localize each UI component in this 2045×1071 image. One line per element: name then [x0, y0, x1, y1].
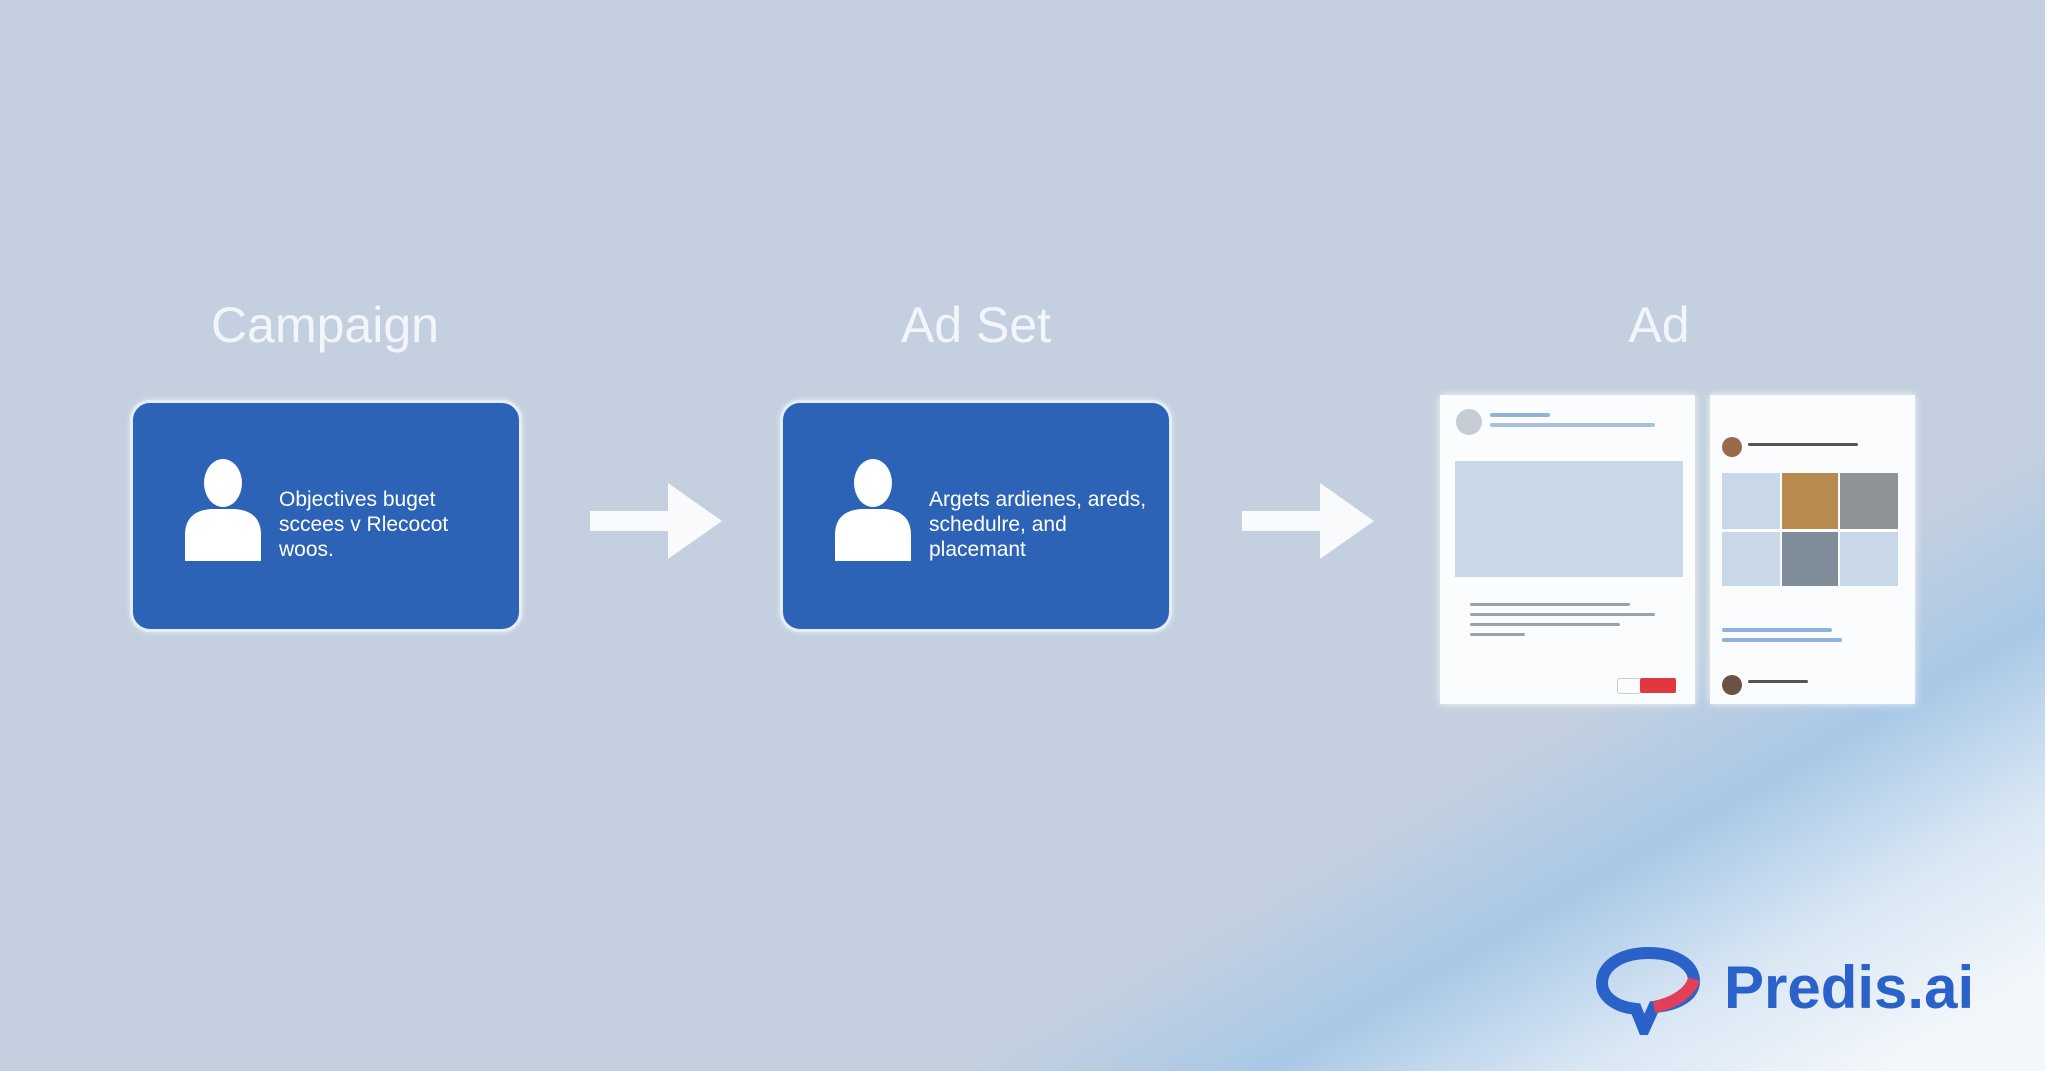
mock-line: [1470, 623, 1620, 626]
instagram-ad-mockup: [1710, 395, 1915, 704]
avatar: [1722, 437, 1742, 457]
photo-thumbnail: [1782, 532, 1838, 586]
arrow-right-icon: [1242, 483, 1374, 559]
image-placeholder: [1840, 532, 1898, 586]
mock-cta-button: [1640, 678, 1676, 693]
speech-bubble-logo-icon: [1595, 946, 1701, 1035]
mock-line: [1470, 633, 1525, 636]
photo-thumbnail: [1782, 473, 1838, 529]
image-placeholder: [1455, 461, 1683, 577]
ad-title: Ad: [1628, 297, 1690, 353]
image-placeholder: [1722, 532, 1780, 586]
ad-set-title: Ad Set: [900, 297, 1052, 353]
ad-set-box: Argets ardienes, areds, schedulre, and p…: [780, 400, 1172, 632]
mock-line: [1490, 413, 1550, 417]
person-icon: [185, 459, 261, 561]
mock-button: [1617, 678, 1641, 694]
mock-line: [1722, 628, 1832, 632]
mock-line: [1748, 443, 1858, 446]
photo-thumbnail: [1840, 473, 1898, 529]
mock-line: [1470, 603, 1630, 606]
logo-text: Predis.ai: [1724, 954, 1975, 1021]
facebook-ad-mockup: [1440, 395, 1695, 704]
mock-line: [1470, 613, 1655, 616]
mock-line: [1748, 680, 1808, 683]
avatar: [1722, 675, 1742, 695]
person-icon: [835, 459, 911, 561]
image-placeholder: [1722, 473, 1780, 529]
campaign-title: Campaign: [211, 297, 439, 353]
predis-logo: Predis.ai: [1594, 945, 2004, 1035]
avatar: [1456, 409, 1482, 435]
campaign-description: Objectives buget sccees v Rlecocot woos.: [279, 488, 449, 561]
ad-set-description: Argets ardienes, areds, schedulre, and p…: [929, 488, 1147, 561]
arrow-right-icon: [590, 483, 722, 559]
mock-line: [1722, 638, 1842, 642]
campaign-box: Objectives buget sccees v Rlecocot woos.: [130, 400, 522, 632]
mock-line: [1490, 423, 1655, 427]
